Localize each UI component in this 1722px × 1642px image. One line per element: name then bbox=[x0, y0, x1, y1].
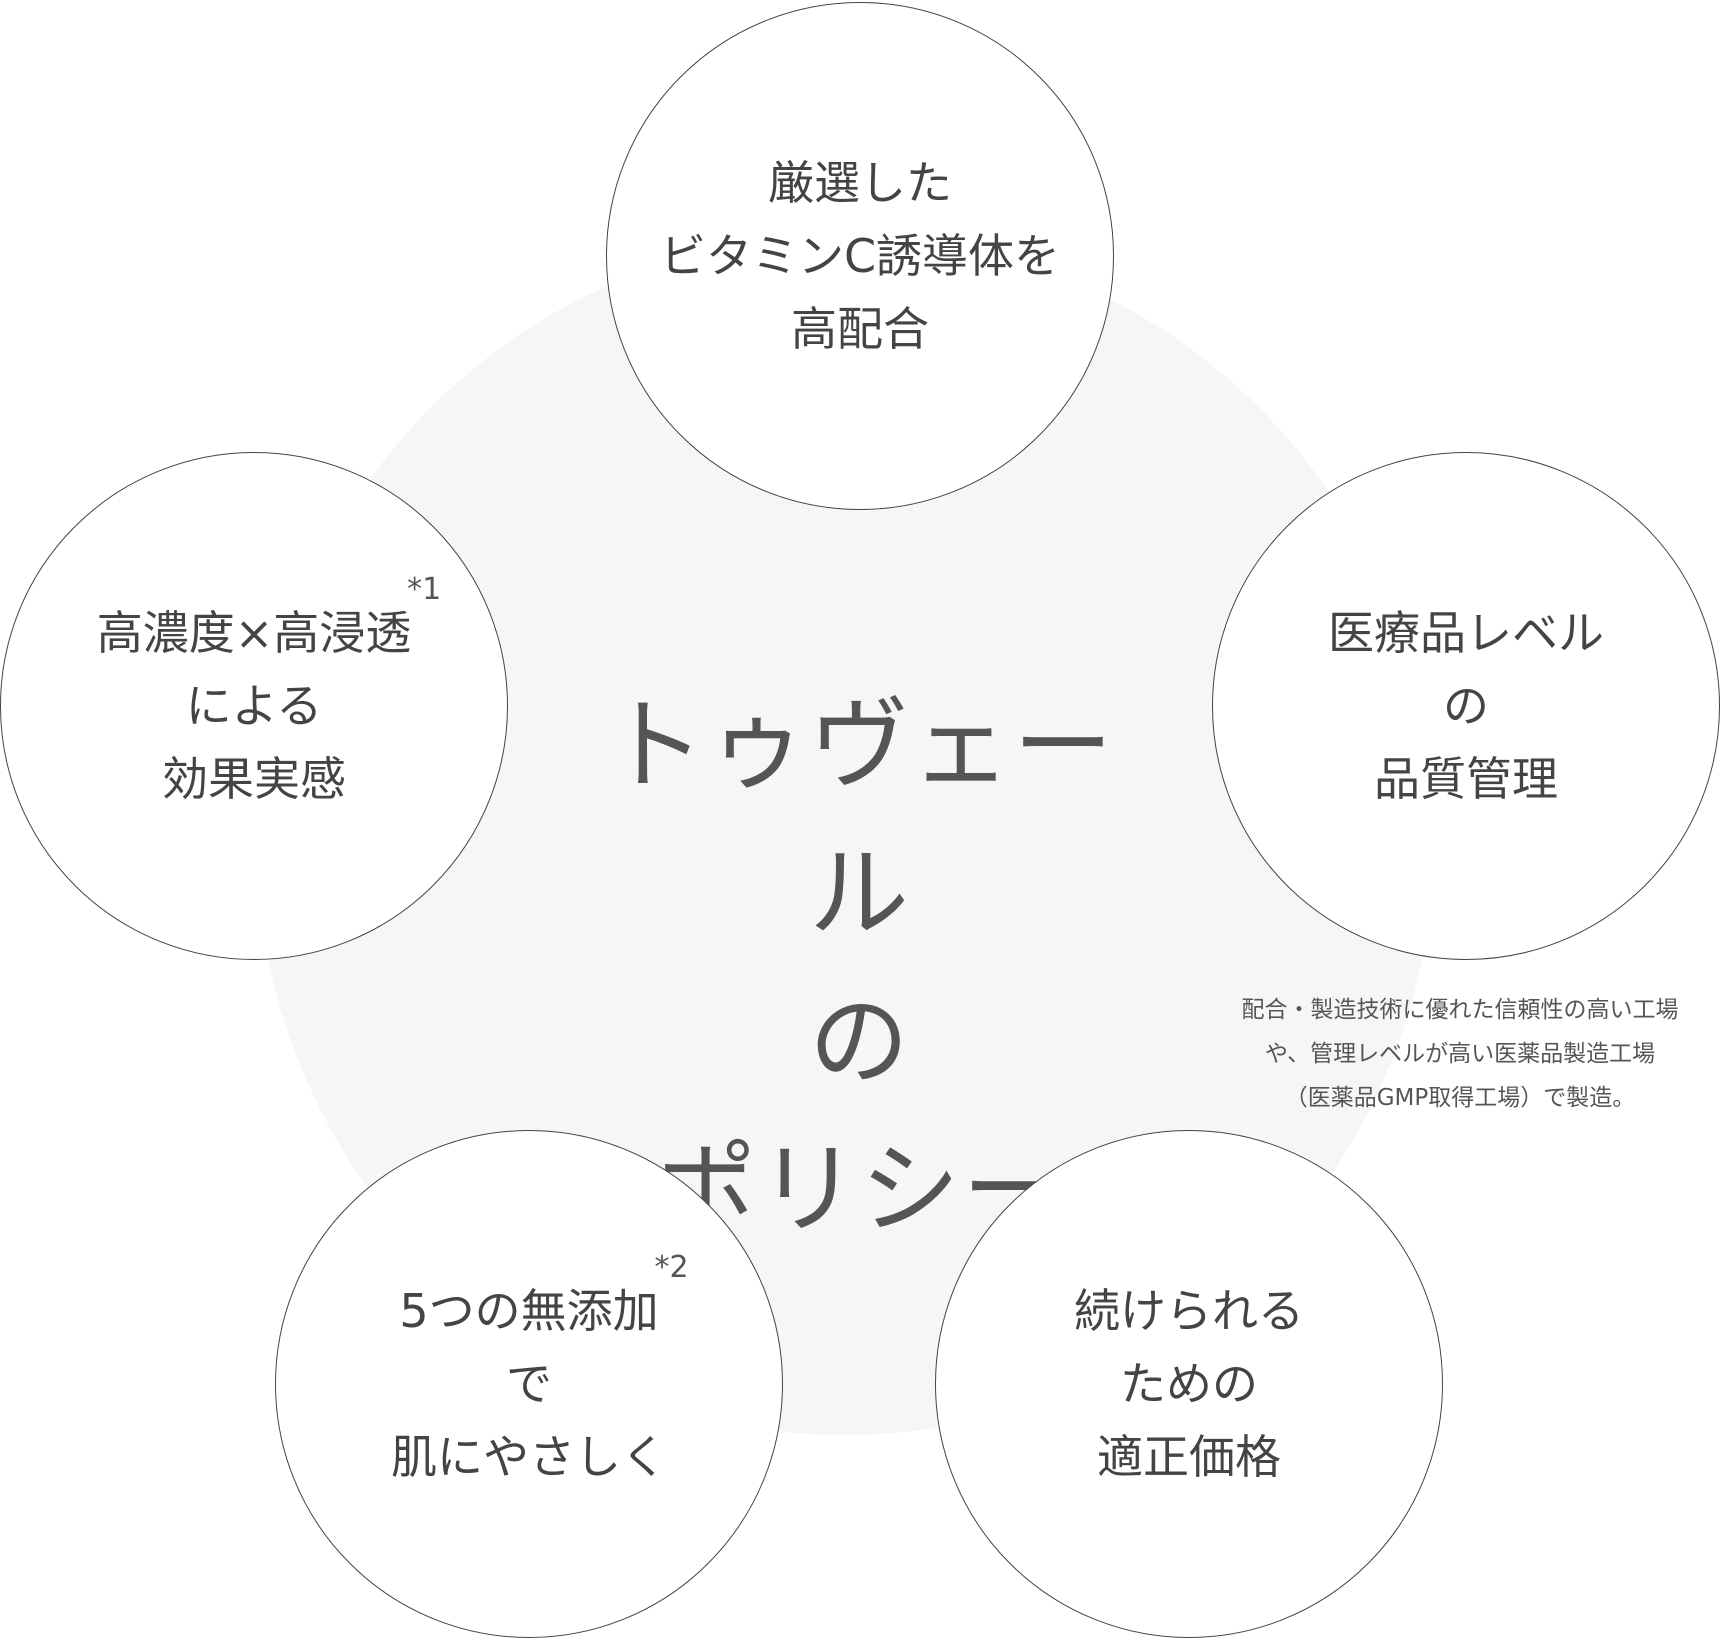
policy-circle-text: 効果実感 bbox=[162, 751, 346, 806]
policy-circle-text: 肌にやさしく bbox=[391, 1429, 667, 1484]
footnote-line: や、管理レベルが高い医薬品製造工場 bbox=[1264, 1041, 1656, 1067]
policy-circle-fair-price: 続けられる ための 適正価格 bbox=[935, 1130, 1443, 1638]
policy-circle-vitamin-c: 厳選した ビタミンC誘導体を 高配合 bbox=[606, 2, 1114, 510]
policy-title-line: トゥヴェール bbox=[605, 687, 1115, 952]
policy-circle-text: による bbox=[185, 678, 323, 733]
policy-circle-text: 5つの無添加 bbox=[399, 1283, 659, 1338]
policy-circle-text: ビタミンC誘導体を bbox=[659, 228, 1061, 283]
policy-circle-text: 医療品レベル bbox=[1328, 605, 1604, 660]
policy-circle-high-concentration: 高濃度×高浸透*1 による 効果実感 bbox=[0, 452, 508, 960]
policy-title-line: の bbox=[809, 983, 911, 1100]
footnote-line: 配合・製造技術に優れた信頼性の高い工場 bbox=[1241, 997, 1679, 1023]
policy-circle-text-with-note: 5つの無添加*2 bbox=[399, 1252, 688, 1348]
policy-circle-additive-free: 5つの無添加*2 で 肌にやさしく bbox=[275, 1130, 783, 1638]
policy-circle-text: の bbox=[1443, 678, 1489, 733]
policy-circle-text: ための bbox=[1120, 1356, 1258, 1411]
policy-circle-text: 品質管理 bbox=[1374, 751, 1558, 806]
note-mark: *1 bbox=[407, 571, 442, 607]
footnote-line: （医薬品GMP取得工場）で製造。 bbox=[1284, 1085, 1636, 1111]
policy-circle-quality-control: 医療品レベル の 品質管理 bbox=[1212, 452, 1720, 960]
policy-circle-text: 適正価格 bbox=[1097, 1429, 1281, 1484]
quality-footnote: 配合・製造技術に優れた信頼性の高い工場 や、管理レベルが高い医薬品製造工場 （医… bbox=[1200, 988, 1720, 1120]
policy-circle-text: で bbox=[506, 1356, 552, 1411]
policy-circle-text: 厳選した bbox=[768, 155, 952, 210]
policy-circle-text: 高濃度×高浸透 bbox=[96, 605, 412, 660]
note-mark: *2 bbox=[654, 1249, 689, 1285]
policy-circle-text: 高配合 bbox=[791, 301, 929, 356]
policy-circle-text: 続けられる bbox=[1074, 1283, 1304, 1338]
policy-circle-text-with-note: 高濃度×高浸透*1 bbox=[96, 574, 442, 670]
